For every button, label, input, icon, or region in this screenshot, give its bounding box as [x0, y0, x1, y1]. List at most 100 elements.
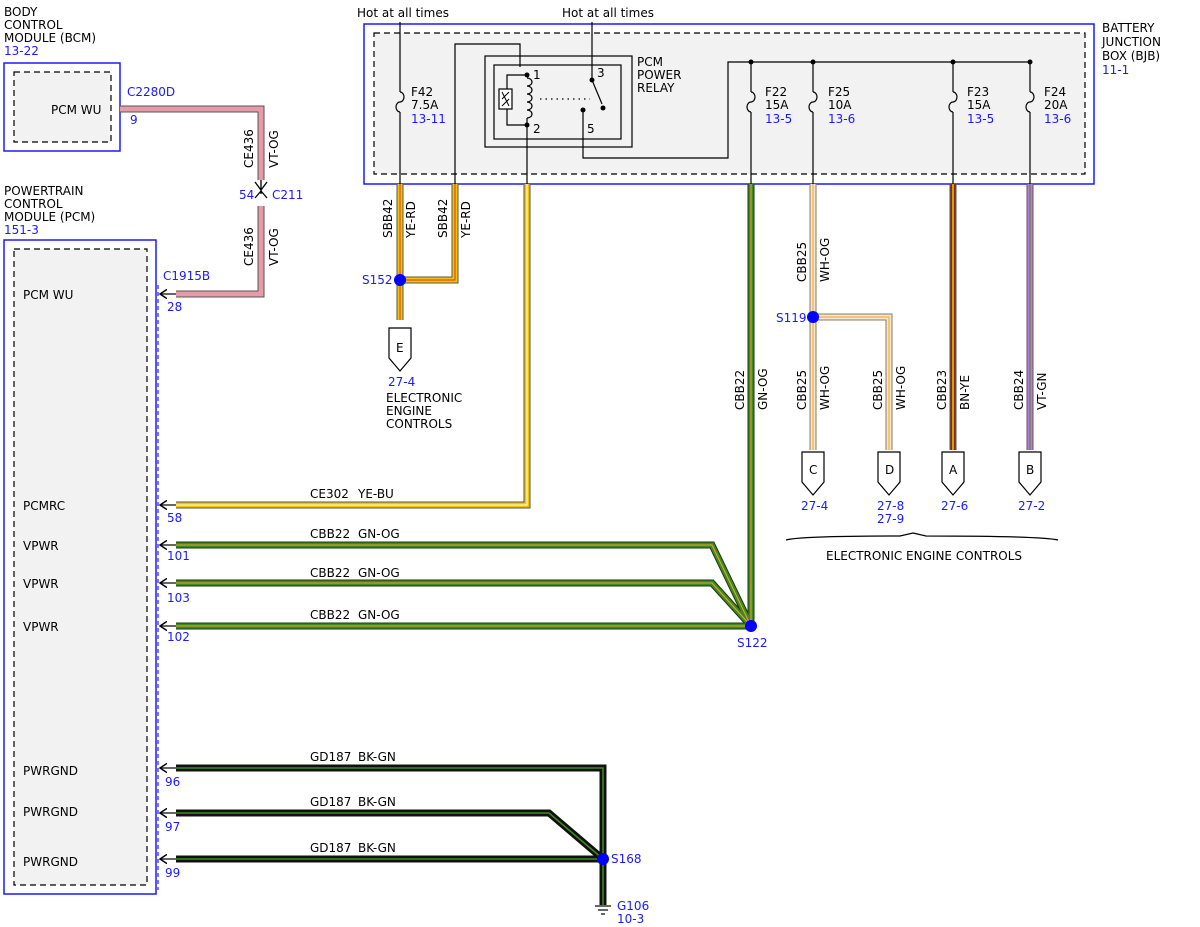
f23-name: F23 [967, 85, 989, 99]
sbb42-circuit-1: SBB42 [381, 199, 395, 238]
connector-b-letter: B [1026, 463, 1034, 477]
bjb-ref: 11-1 [1102, 63, 1129, 77]
relay-name-3: RELAY [637, 81, 675, 95]
f22-ref: 13-5 [765, 112, 792, 126]
ground-ref: 10-3 [617, 912, 644, 926]
cbb25-circuit-d: CBB25 [871, 370, 885, 410]
relay-name-2: POWER [637, 68, 681, 82]
bjb-title-1: BATTERY [1102, 21, 1155, 35]
wire-cbb25: CBB25 WH-OG S119 CBB25 WH-OG CBB25 WH-OG [776, 184, 908, 450]
connector-e [388, 327, 412, 372]
f25-rating: 10A [828, 98, 852, 112]
pcm-pin-label-vpwr-3: VPWR [23, 620, 59, 634]
relay-pin-3: 3 [597, 66, 605, 80]
pcm-title-2: CONTROL [4, 197, 63, 211]
ground-name: G106 [617, 899, 649, 913]
cbb22-color-vertical: GN-OG [756, 368, 770, 410]
sbb42-circuit-2: SBB42 [436, 199, 450, 238]
pcm-outline [3, 239, 157, 895]
connector-c [801, 451, 825, 496]
pcm-pin-102: 102 [167, 630, 190, 644]
pcm-pin-96: 96 [165, 775, 180, 789]
eec-brace [785, 532, 1059, 541]
cbb23-circuit: CBB23 [935, 370, 949, 410]
f22-rating: 15A [765, 98, 789, 112]
cbb23-color: BN-YE [958, 375, 972, 410]
wire-cbb22: CBB22 GN-OG CBB22 GN-OG CBB22 GN-OG CBB2… [176, 184, 770, 650]
splice-s152 [394, 274, 406, 286]
f24-rating: 20A [1044, 98, 1068, 112]
f23-ref: 13-5 [967, 112, 994, 126]
wire-gd187: GD187 BK-GN GD187 BK-GN GD187 BK-GN S168… [176, 750, 649, 926]
f23-rating: 15A [967, 98, 991, 112]
relay-switch-icon [591, 79, 603, 105]
c211-connector: C211 [272, 188, 303, 202]
ce436-color-top: VT-OG [267, 130, 281, 168]
ce436-circuit-bottom: CE436 [242, 227, 256, 266]
pcm-inner [13, 248, 148, 886]
pcm-title-3: MODULE (PCM) [4, 210, 95, 224]
sbb42-color-1: YE-RD [404, 201, 418, 239]
connector-d [877, 451, 901, 496]
connector-a-letter: A [949, 463, 958, 477]
bcm-pin-label: PCM WU [51, 103, 101, 117]
connector-c-letter: C [809, 463, 817, 477]
fuse-bus: F22 15A 13-5 F25 10A 13-6 F23 15A 13-5 F… [746, 59, 1071, 184]
pcm-title-1: POWERTRAIN [4, 184, 84, 198]
cbb22-circuit-1: CBB22 [310, 527, 350, 541]
f25-ref: 13-6 [828, 112, 855, 126]
bcm-module: BODY CONTROL MODULE (BCM) 13-22 PCM WU C… [3, 5, 175, 152]
f42-fuse-icon [395, 91, 405, 113]
f42-rating: 7.5A [411, 98, 439, 112]
bcm-title-1: BODY [4, 5, 38, 19]
bcm-inner [13, 71, 112, 143]
hot-label-1: Hot at all times [357, 6, 449, 20]
f22-name: F22 [765, 85, 787, 99]
splice-s168 [597, 853, 609, 865]
cbb25-circuit-top: CBB25 [795, 242, 809, 282]
cbb22-color-2: GN-OG [358, 566, 400, 580]
connector-e-ref: 27-4 [388, 375, 415, 389]
gd187-color-3: BK-GN [358, 841, 396, 855]
gd187-color-1: BK-GN [358, 750, 396, 764]
ce302-circuit: CE302 [310, 487, 349, 501]
pcm-pin-label-pwrgnd-3: PWRGND [23, 855, 78, 869]
ground-icon [595, 905, 611, 915]
relay-name-1: PCM [637, 55, 663, 69]
pcm-pin-label-vpwr-1: VPWR [23, 539, 59, 553]
pcm-pin-label-wu: PCM WU [23, 288, 73, 302]
bcm-ref: 13-22 [4, 44, 39, 58]
pcm-connector: C1915B [163, 269, 210, 283]
eec-left-1: ELECTRONIC [386, 391, 462, 405]
relay-pin-2: 2 [533, 122, 541, 136]
bjb-module: BATTERY JUNCTION BOX (BJB) 11-1 Hot at a… [357, 6, 1161, 185]
pcm-power-relay: PCM POWER RELAY 1 2 3 5 [484, 22, 1030, 184]
f24-name: F24 [1044, 85, 1066, 99]
wire-ce302: CE302 YE-BU [176, 184, 531, 509]
ce436-circuit-top: CE436 [242, 129, 256, 168]
pcm-pin-58: 58 [167, 511, 182, 525]
s152-label: S152 [362, 273, 393, 287]
splice-s122 [745, 620, 757, 632]
connector-d-letter: D [885, 463, 894, 477]
pcm-pin-label-pcmrc: PCMRC [23, 499, 65, 513]
s168-label: S168 [611, 852, 642, 866]
bcm-connector: C2280D [127, 85, 175, 99]
f25-name: F25 [828, 85, 850, 99]
pcm-module: POWERTRAIN CONTROL MODULE (PCM) 151-3 C1… [3, 184, 210, 895]
f42-name: F42 [411, 85, 433, 99]
connector-d-ref2: 27-9 [877, 512, 904, 526]
c211-pin: 54 [239, 188, 254, 202]
pcm-pin-101: 101 [167, 549, 190, 563]
cbb25-color-d: WH-OG [894, 366, 908, 410]
bcm-pin: 9 [130, 113, 138, 127]
cbb25-circuit-c: CBB25 [795, 370, 809, 410]
connector-a-ref: 27-6 [941, 499, 968, 513]
relay-pin-5: 5 [587, 122, 595, 136]
pcm-pin-28: 28 [167, 300, 182, 314]
cbb24-color: VT-GN [1035, 373, 1049, 410]
wire-sbb42: SBB42 YE-RD SBB42 YE-RD S152 E 27-4 ELEC… [362, 184, 473, 431]
eec-left-2: ENGINE [386, 404, 432, 418]
ce436-color-bottom: VT-OG [267, 228, 281, 266]
pcm-ref: 151-3 [4, 223, 39, 237]
